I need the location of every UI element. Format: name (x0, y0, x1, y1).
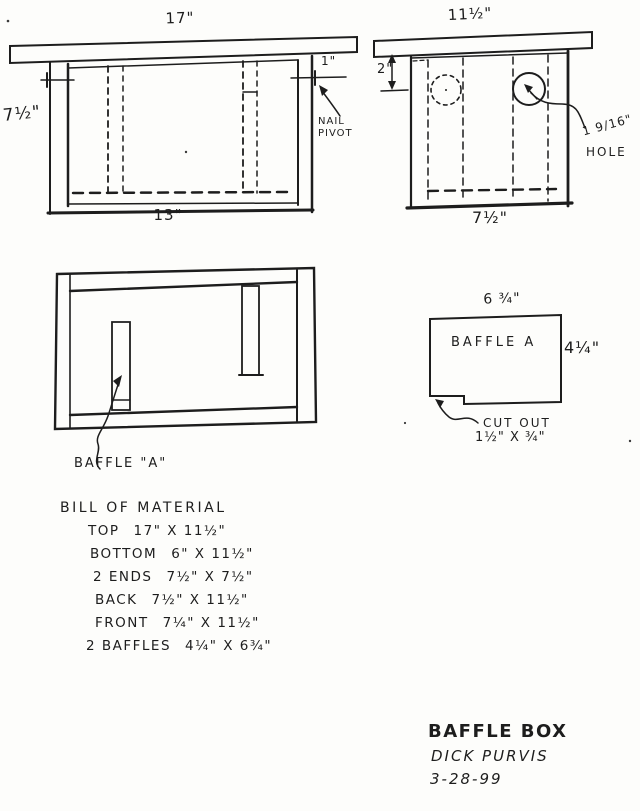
bom-row-front: FRONT 7¼" X 11½" (95, 615, 260, 632)
front-top-width-label: 17" (165, 8, 195, 28)
entrance-hole-circle (512, 72, 546, 106)
bom-size: 4¼" X 6¾" (185, 638, 273, 654)
front-bottom-board (46, 208, 315, 215)
bom-size: 6" X 11½" (171, 546, 254, 562)
front-bottom-hidden-line (71, 190, 292, 195)
baffle-name-label: BAFFLE A (451, 335, 537, 350)
bom-row-back: BACK 7½" X 11½" (95, 592, 249, 609)
nail-pivot-arrow (321, 90, 341, 117)
cutout-word-label: CUT OUT (483, 416, 551, 430)
hole-word-label: HOLE (586, 145, 627, 159)
front-inside-width-label: 13" (153, 206, 183, 224)
bom-heading: BILL OF MATERIAL (60, 500, 227, 516)
baffle-callout-label: BAFFLE "A" (74, 456, 168, 471)
baffle-detail-linework (429, 313, 562, 424)
bom-row-bottom: BOTTOM 6" X 11½" (90, 546, 254, 563)
end-bottom-hidden-line (426, 187, 558, 193)
bom-part: BACK (95, 592, 138, 608)
bom-size: 7½" X 7½" (166, 569, 254, 585)
bom-part: TOP (88, 523, 120, 539)
bom-row-baffles: 2 BAFFLES 4¼" X 6¾" (86, 638, 273, 655)
bom-part: 2 BAFFLES (86, 638, 172, 654)
drawing-date: 3-28-99 (430, 770, 503, 788)
front-nail-dim-line (290, 76, 347, 79)
front-view-linework (9, 35, 358, 215)
nail-inset-label: 1" (321, 54, 337, 68)
end-inside-width-label: 7½" (471, 208, 509, 227)
plan-baffle-b (241, 285, 260, 376)
hole-leader-line (530, 92, 586, 129)
baffle-callout-arrow (95, 378, 121, 470)
bom-part: BOTTOM (90, 546, 158, 562)
cutout-arrowhead (435, 399, 444, 408)
hole-drop-label: 2" (377, 62, 394, 77)
plan-view-linework (53, 266, 318, 470)
cutout-size-label: 1½" X ¾" (475, 430, 546, 445)
scan-artifact-dots (6, 19, 632, 443)
baffle-callout-arrowhead (113, 375, 122, 387)
bom-size: 17" X 11½" (133, 523, 227, 539)
drawing-title: BAFFLE BOX (428, 721, 568, 742)
bom-part: 2 ENDS (93, 569, 153, 585)
end-view-linework (373, 30, 593, 210)
drawing-author: DICK PURVIS (431, 747, 549, 765)
bom-row-ends: 2 ENDS 7½" X 7½" (93, 569, 254, 586)
cutout-arrow (437, 402, 479, 424)
end-bottom-board (405, 201, 574, 210)
hole-arrowhead (524, 84, 533, 93)
plan-outer-box (53, 266, 318, 431)
end-top-board (373, 30, 593, 59)
nail-pivot-label: NAIL PIVOT (318, 116, 353, 139)
baffle-width-label: 6 ¾" (483, 290, 521, 308)
bom-size: 7¼" X 11½" (162, 615, 260, 631)
front-top-board (9, 35, 358, 65)
plan-baffle-a (111, 321, 131, 411)
bom-part: FRONT (95, 615, 149, 631)
bom-size: 7½" X 11½" (151, 592, 249, 608)
bom-row-top: TOP 17" X 11½" (88, 523, 227, 540)
baffle-detail-outline (429, 313, 562, 406)
nail-pivot-arrowhead (319, 85, 328, 96)
hidden-hole-circle (430, 74, 462, 106)
baffle-height-label: 4¼" (564, 338, 601, 357)
front-height-label: 7½" (1, 102, 42, 126)
